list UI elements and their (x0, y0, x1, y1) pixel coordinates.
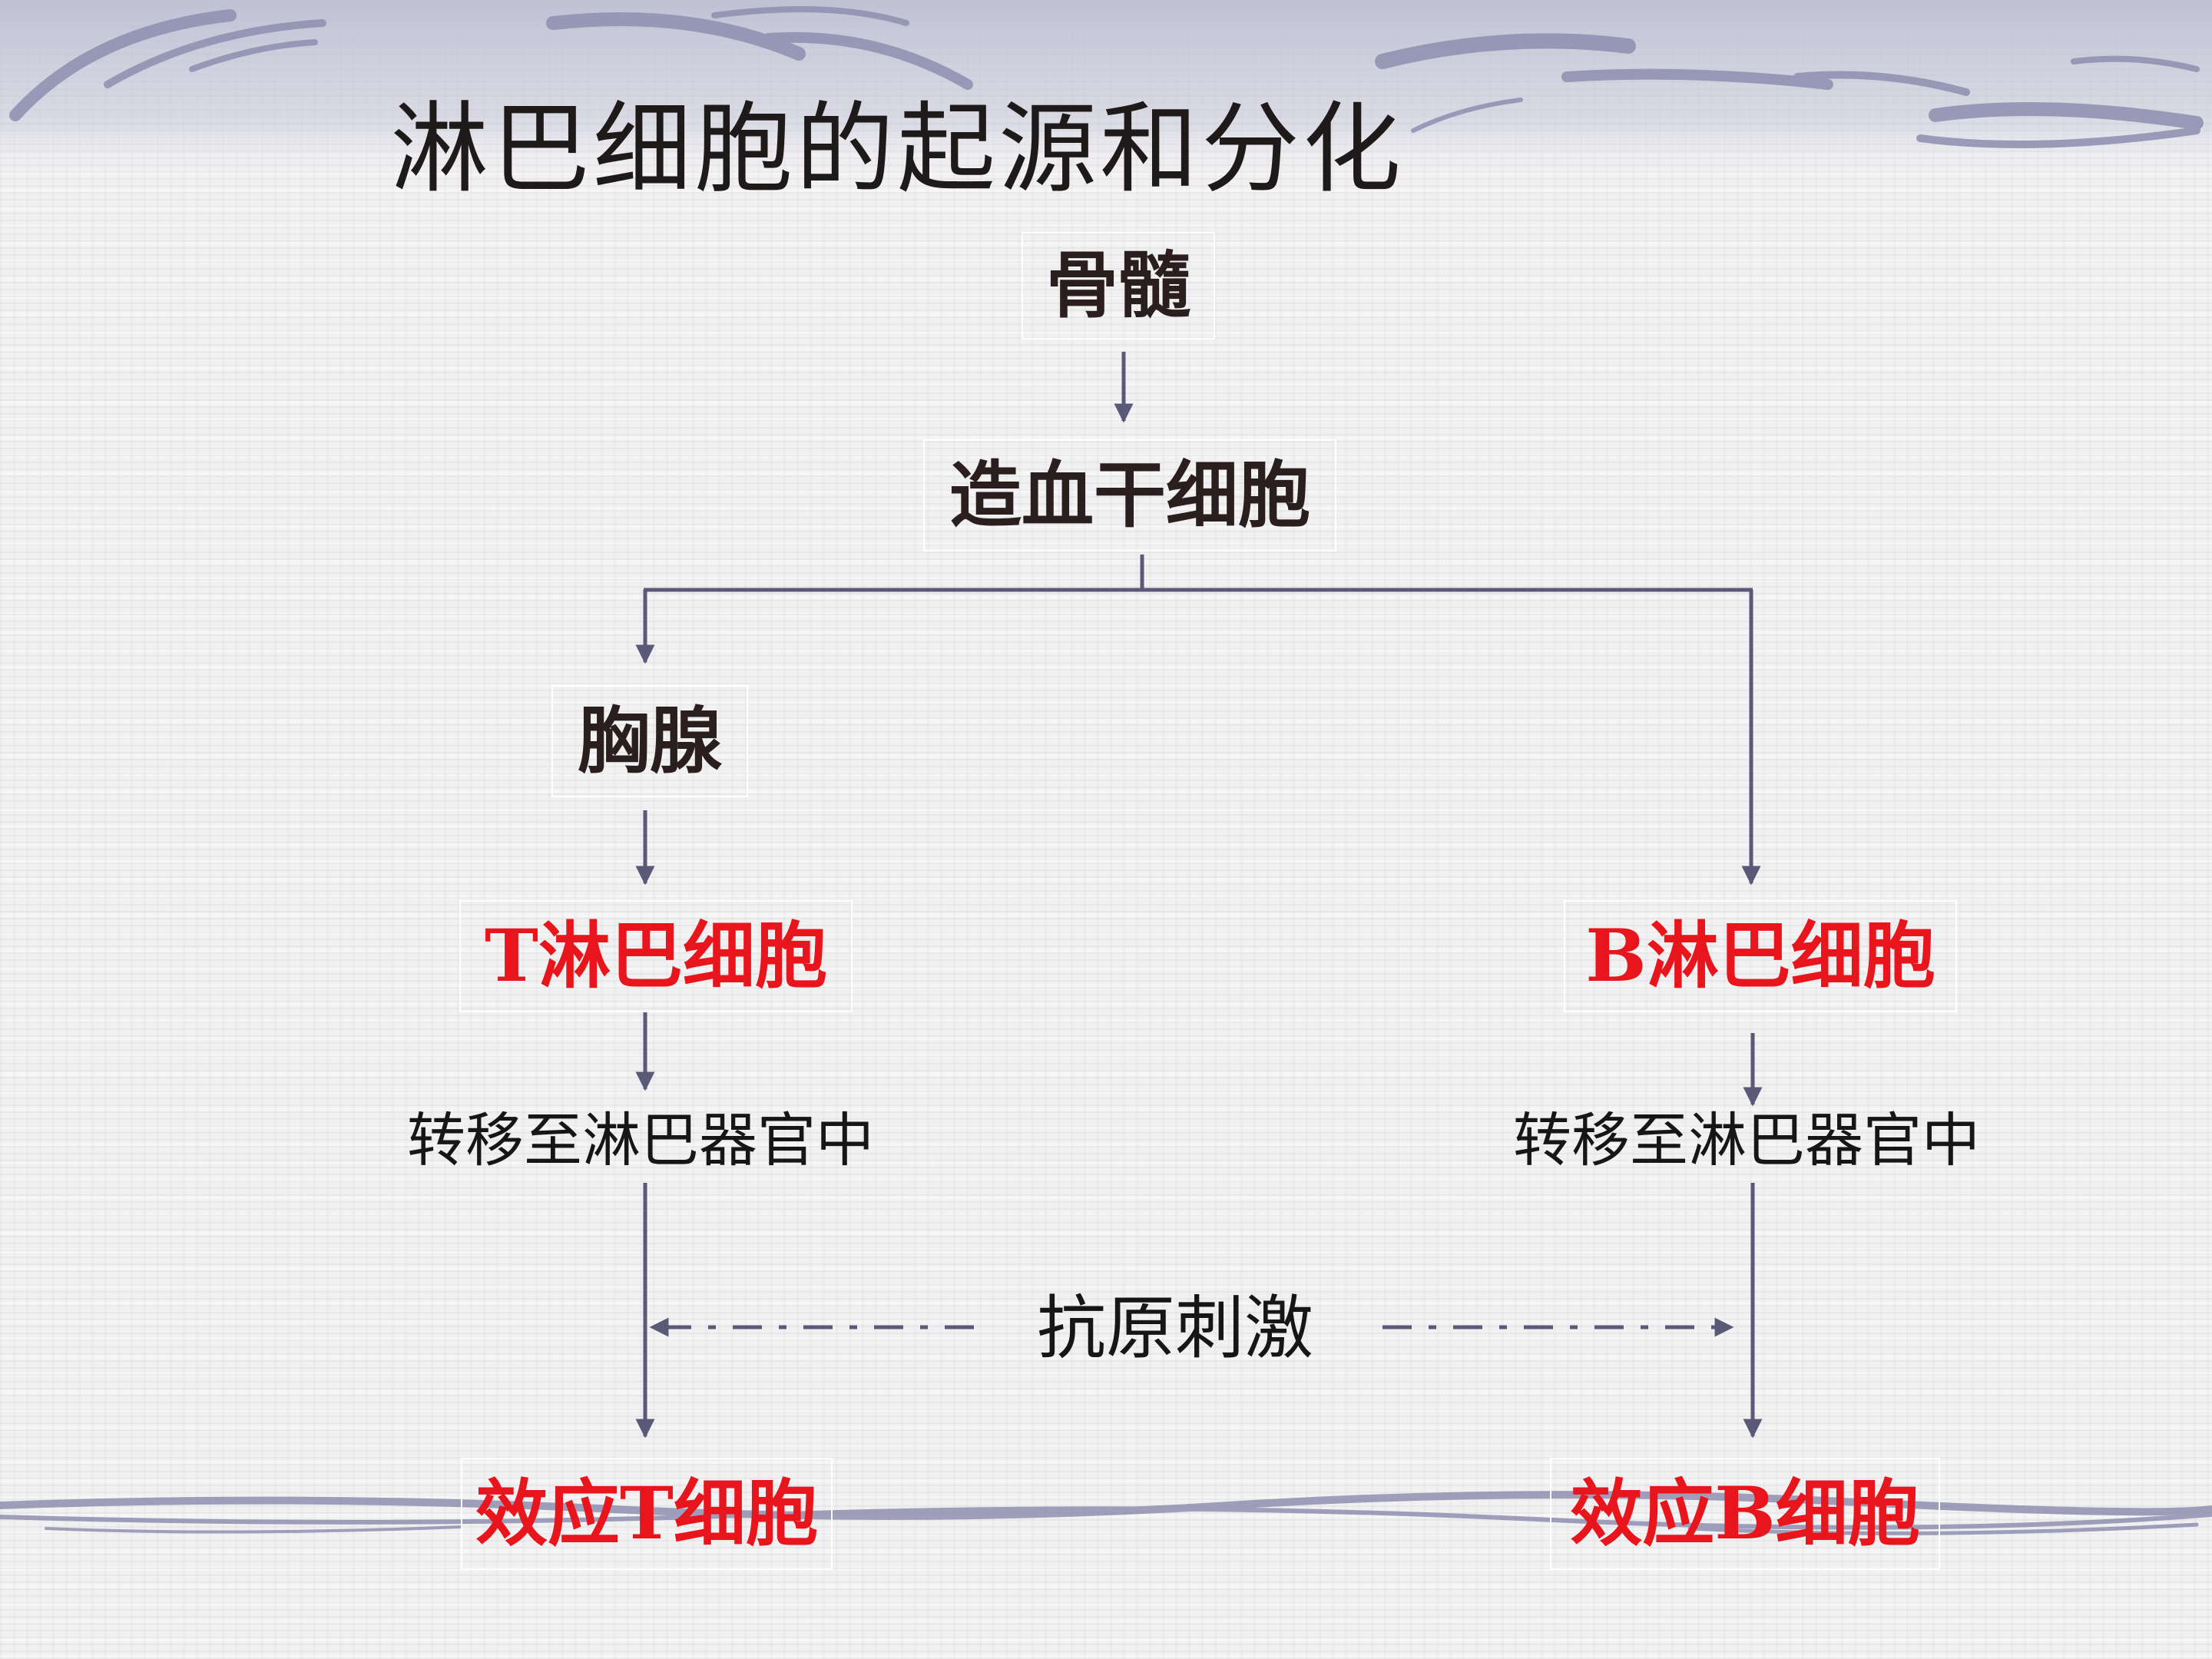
node-bone-marrow-label: 骨髓 (1045, 243, 1190, 328)
label-migrate-left: 转移至淋巴器官中 (407, 1106, 874, 1174)
node-effector-b-cell-label: 效应B细胞 (1570, 1472, 1920, 1556)
label-antigen-stimulation: 抗原刺激 (1037, 1288, 1313, 1369)
node-effector-t-cell-label: 效应T细胞 (475, 1472, 818, 1556)
node-thymus-label: 胸腺 (577, 699, 722, 783)
node-b-lymphocyte-label: B淋巴细胞 (1585, 914, 1936, 998)
node-hematopoietic-stem-cell: 造血干细胞 (923, 439, 1336, 551)
slide-title: 淋巴细胞的起源和分化 (390, 92, 1405, 207)
node-t-lymphocyte: T淋巴细胞 (459, 900, 853, 1012)
node-t-lymphocyte-label: T淋巴细胞 (485, 914, 827, 998)
node-effector-b-cell: 效应B细胞 (1550, 1458, 1940, 1570)
node-bone-marrow: 骨髓 (1022, 232, 1215, 339)
node-thymus: 胸腺 (551, 685, 748, 797)
node-b-lymphocyte: B淋巴细胞 (1564, 900, 1957, 1012)
node-hsc-label: 造血干细胞 (949, 453, 1310, 538)
label-migrate-right: 转移至淋巴器官中 (1513, 1106, 1980, 1174)
node-effector-t-cell: 效应T细胞 (461, 1458, 833, 1570)
